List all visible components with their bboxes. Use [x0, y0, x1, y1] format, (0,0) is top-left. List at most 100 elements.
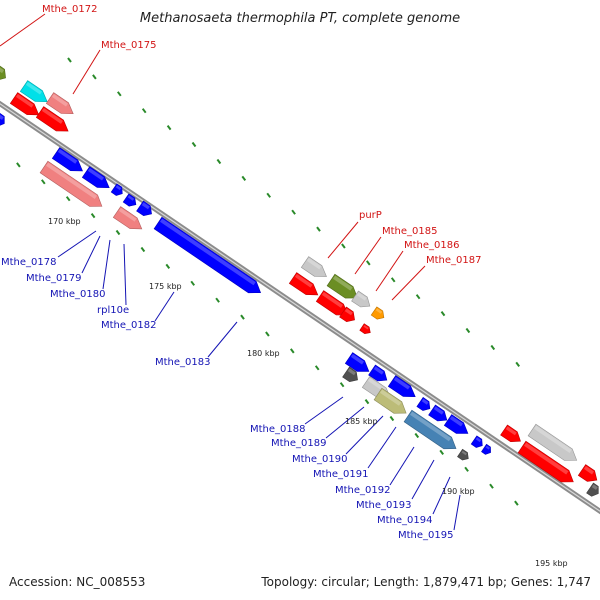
bottom-strand-labels: Mthe_0178 Mthe_0179 Mthe_0180 rpl10e Mth…: [1, 257, 454, 541]
tick-mark-lower: [140, 246, 146, 253]
gene-red: [9, 92, 40, 116]
gene-label-mthe-0195: Mthe_0195: [398, 530, 454, 541]
gene-blue-small-highlight: [433, 406, 444, 415]
gene-blue-tiny-highlight: [475, 437, 482, 443]
tick-mark-upper: [141, 108, 147, 114]
gene-features: [0, 65, 599, 497]
gene-olive: [0, 65, 6, 80]
tick-mark-lower: [40, 179, 46, 185]
accession-text: Accession: NC_008553: [9, 575, 145, 589]
gene-blue-small-highlight: [373, 366, 384, 375]
gene-label-mthe-0187: Mthe_0187: [426, 255, 482, 266]
gene-blue-highlight: [449, 416, 463, 427]
tick-mark-lower: [265, 331, 270, 337]
gene-blue-small-highlight: [127, 195, 135, 201]
gene-blue-small: [136, 200, 152, 217]
gene-pink: [112, 206, 143, 230]
tick-mark-upper: [216, 158, 222, 165]
gene-orange: [370, 306, 385, 320]
tick-mark-lower: [165, 263, 171, 269]
gene-red-tiny-highlight: [363, 325, 369, 330]
gene-blue-highlight: [0, 114, 4, 120]
gene-label-mthe-0180: Mthe_0180: [50, 289, 106, 300]
tick-mark-lower: [414, 432, 420, 439]
leader-mthe-0178: [57, 230, 97, 258]
leader-rpl10e: [123, 243, 127, 306]
gene-red: [577, 464, 598, 482]
gene-gray-highlight: [306, 258, 322, 270]
gene-blue-small: [416, 396, 431, 411]
gene-pink: [45, 92, 74, 115]
gene-red-small: [339, 306, 355, 323]
tick-mark-lower: [364, 399, 370, 405]
kbp-label: 180 kbp: [247, 349, 280, 358]
gene-blue-highlight: [57, 149, 78, 164]
leader-mthe-0189: [325, 406, 365, 439]
leader-mthe-0190: [345, 415, 384, 455]
gene-pink-highlight: [118, 208, 137, 222]
gene-orange-highlight: [375, 308, 383, 314]
gene-blue-small: [110, 183, 123, 196]
tick-mark-lower: [289, 348, 295, 354]
gene-cyan-highlight: [25, 82, 42, 95]
gene-red-small-highlight: [505, 426, 517, 436]
leader-mthe-0185: [354, 236, 382, 275]
gene-olive-highlight: [333, 275, 353, 291]
tick-mark-lower: [389, 415, 395, 422]
kbp-label: 190 kbp: [442, 487, 475, 496]
tick-mark-upper: [365, 260, 371, 266]
gene-label-mthe-0189: Mthe_0189: [271, 438, 327, 449]
gene-pink-highlight: [51, 94, 68, 107]
gene-darkgray-small-highlight: [591, 484, 598, 490]
leader-purp: [327, 221, 359, 259]
gene-gray-small: [351, 290, 371, 308]
leader-mthe-0193: [411, 459, 435, 500]
leader-mthe-0172: [0, 13, 46, 47]
tick-marks: [16, 57, 521, 506]
gene-pink-long-highlight: [46, 162, 97, 199]
scale-labels: 170 kbp 175 kbp 180 kbp 185 kbp 190 kbp …: [48, 217, 568, 568]
kbp-label: 170 kbp: [48, 217, 81, 226]
gene-red-small: [500, 424, 521, 443]
leader-mthe-0194: [432, 476, 451, 515]
gene-label-rpl10e: rpl10e: [97, 305, 129, 316]
gene-blue-tiny-highlight: [485, 445, 490, 450]
gene-blue: [387, 375, 416, 398]
gene-blue-long: [153, 216, 262, 294]
gene-label-mthe-0175: Mthe_0175: [101, 40, 157, 51]
gene-gray-small-highlight: [356, 292, 367, 301]
gene-blue: [51, 147, 83, 172]
gene-blue-tiny: [470, 435, 483, 448]
gene-pink-long: [39, 160, 103, 207]
gene-label-purp: purP: [359, 210, 382, 221]
gene-darkgray-small: [457, 448, 469, 461]
gene-gray-long-highlight: [534, 425, 572, 453]
tick-mark-lower: [439, 449, 445, 455]
gene-red-highlight: [321, 292, 343, 308]
gene-red-highlight: [15, 94, 34, 108]
tick-mark-lower: [464, 466, 469, 472]
gene-blue-small: [122, 193, 137, 207]
tick-mark-upper: [191, 141, 197, 148]
gene-red-small-highlight: [344, 308, 353, 316]
tick-mark-upper: [490, 344, 496, 351]
gene-label-mthe-0192: Mthe_0192: [335, 485, 391, 496]
gene-label-mthe-0191: Mthe_0191: [313, 469, 369, 480]
gene-steelblue: [403, 409, 457, 450]
kbp-label: 195 kbp: [535, 559, 568, 568]
gene-red: [35, 106, 69, 132]
genome-backbone: [0, 100, 600, 515]
topology-text: Topology: circular; Length: 1,879,471 bp…: [260, 575, 591, 589]
tick-mark-lower: [65, 196, 71, 202]
gene-red-long-highlight: [524, 442, 569, 475]
gene-darkgray-highlight: [347, 368, 356, 376]
gene-blue: [344, 352, 370, 372]
gene-label-mthe-0172: Mthe_0172: [42, 4, 98, 15]
gene-label-mthe-0179: Mthe_0179: [26, 273, 82, 284]
gene-blue-small-highlight: [421, 398, 429, 405]
gene-label-mthe-0178: Mthe_0178: [1, 257, 57, 268]
tick-mark-upper: [117, 91, 122, 97]
tick-mark-upper: [266, 192, 272, 198]
gene-blue-small-highlight: [141, 202, 150, 210]
